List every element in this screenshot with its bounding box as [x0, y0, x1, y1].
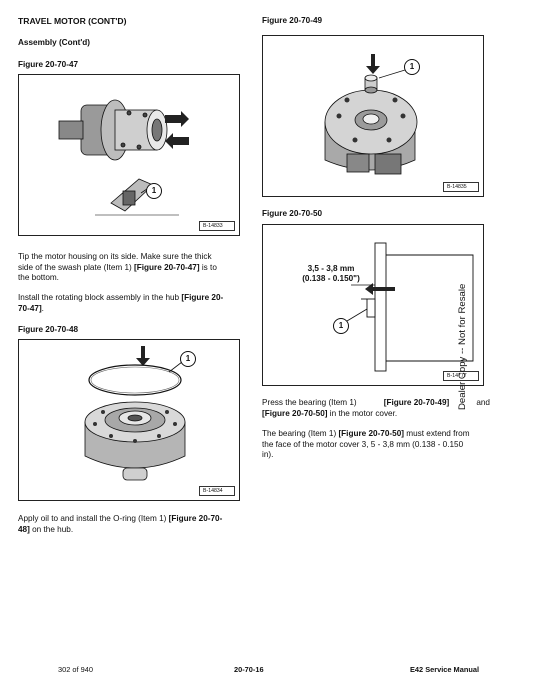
page-count: 302 of 940 [58, 665, 93, 674]
item-1-callout: 1 [404, 59, 420, 75]
figure-20-70-47-caption: Figure 20-70-47 [18, 60, 79, 69]
paragraph-apply-oil: Apply oil to and install the O-ring (Ite… [18, 514, 223, 534]
figure-20-70-47: 1 B-14833 [18, 74, 240, 236]
figure-20-70-48-caption: Figure 20-70-48 [18, 325, 79, 334]
page-number: 20-70-16 [234, 665, 264, 674]
o-ring-hub-illustration [84, 346, 186, 481]
paragraph-install-rotating-block: Install the rotating block assembly in t… [18, 293, 224, 313]
figure-20-70-48: 1 B-14834 [18, 339, 240, 501]
paragraph-press-bearing: Press the bearing (Item 1) [Figure 20-70… [262, 398, 490, 418]
figure-20-70-50-caption: Figure 20-70-50 [262, 209, 323, 218]
image-id-label: B-14833 [199, 221, 235, 231]
figure-20-70-49-caption: Figure 20-70-49 [262, 16, 323, 25]
image-id-label: B-14835 [443, 182, 479, 192]
dimension-inch-label: (0.138 - 0.150") [302, 274, 360, 283]
motor-cover-bearing-illustration [324, 54, 418, 175]
paragraph-tip-housing: Tip the motor housing on its side. Make … [18, 252, 217, 283]
bearing-extension-diagram [346, 242, 474, 372]
dealer-copy-watermark: Dealer Copy -- Not for Resale [457, 283, 468, 410]
image-id-label: B-14777 [443, 371, 479, 381]
subsection-title: Assembly (Cont'd) [18, 38, 91, 47]
manual-title: E42 Service Manual [410, 665, 480, 674]
figure-20-70-49: 1 B-14835 [262, 35, 484, 197]
figure-20-70-50: 3,5 - 3,8 mm (0.138 - 0.150") 1 B-14777 [262, 224, 484, 386]
travel-motor-hub-illustration [58, 99, 189, 216]
section-title: TRAVEL MOTOR (CONT'D) [18, 16, 127, 26]
item-1-callout: 1 [146, 183, 162, 199]
item-1-callout: 1 [180, 351, 196, 367]
image-id-label: B-14834 [199, 486, 235, 496]
dimension-mm-label: 3,5 - 3,8 mm [307, 264, 355, 273]
item-1-callout: 1 [333, 318, 349, 334]
paragraph-bearing-extend: The bearing (Item 1) [Figure 20-70-50] m… [262, 429, 470, 460]
